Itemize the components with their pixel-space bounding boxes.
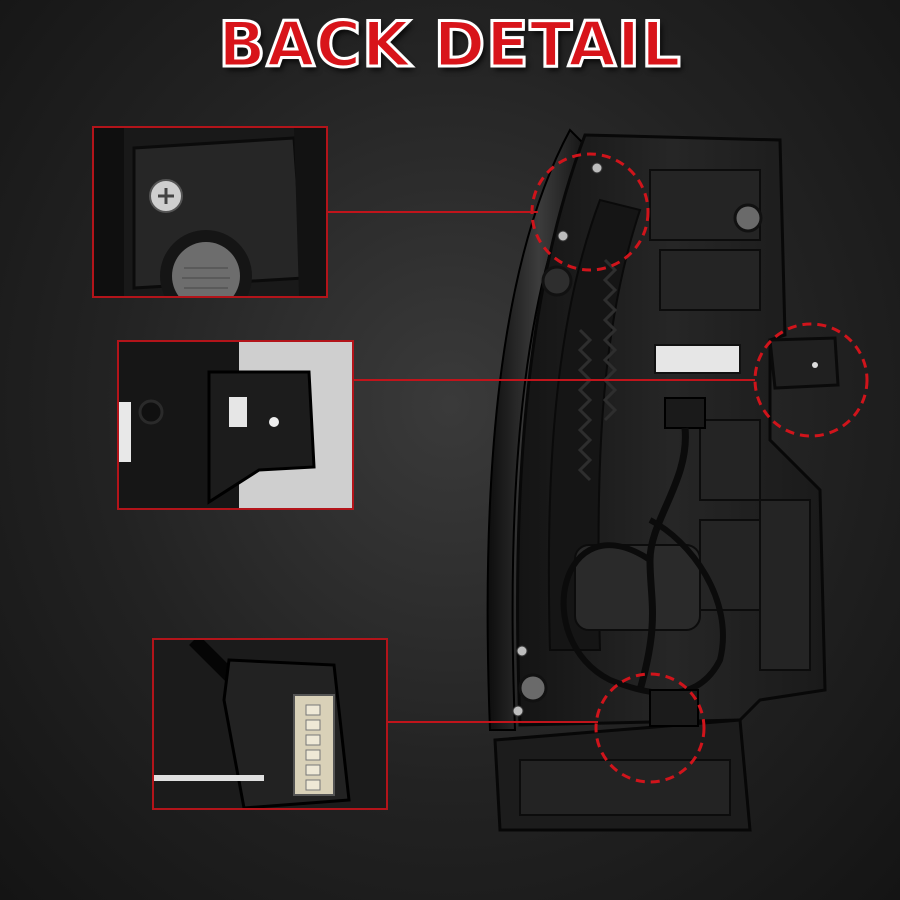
callout-line-connector	[388, 721, 598, 723]
inset-screw-closeup	[92, 126, 328, 298]
inset-bracket-closeup	[117, 340, 354, 510]
callout-line-screw	[328, 211, 538, 213]
inset-connector-closeup	[152, 638, 388, 810]
callout-line-bracket	[353, 379, 755, 381]
page-title: BACK DETAIL	[217, 7, 682, 83]
